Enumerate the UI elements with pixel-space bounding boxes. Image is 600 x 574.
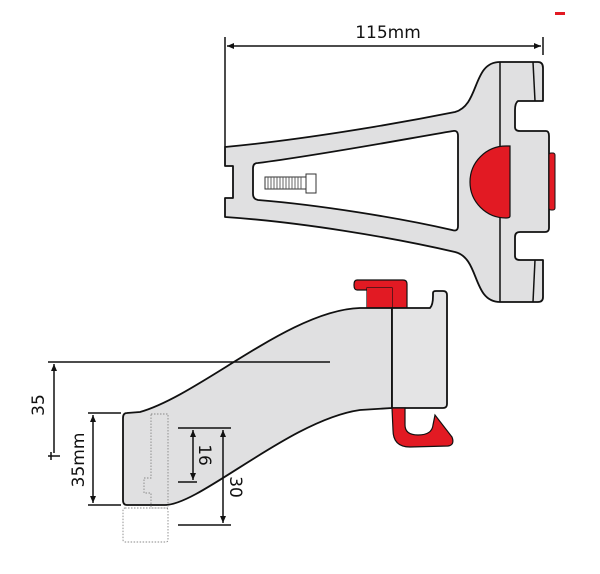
- side-arm-body: [122, 307, 393, 506]
- dotted-insert-outline: [143, 413, 169, 509]
- top-bracket-cutout: [252, 129, 459, 232]
- side-view: 35 35mm 16 30: [29, 279, 454, 543]
- dotted-extension-outline: [122, 507, 169, 543]
- red-mark: [555, 12, 565, 15]
- dimension-label-35: 35: [29, 394, 49, 416]
- dimension-label-35mm: 35mm: [69, 433, 89, 488]
- top-view: 115mm: [224, 23, 556, 303]
- screw-icon: [264, 173, 317, 194]
- divider-line: [532, 61, 536, 102]
- red-top-clip: [353, 279, 408, 309]
- dimension-label-30: 30: [225, 476, 245, 498]
- red-clip-block: [367, 288, 392, 308]
- dimension-label-115mm: 115mm: [355, 23, 421, 43]
- dimension-label-16: 16: [194, 444, 214, 466]
- divider-line: [532, 259, 536, 303]
- red-button: [548, 152, 556, 211]
- red-hook: [391, 407, 454, 448]
- side-clamp: [391, 290, 448, 409]
- red-knob: [469, 145, 511, 219]
